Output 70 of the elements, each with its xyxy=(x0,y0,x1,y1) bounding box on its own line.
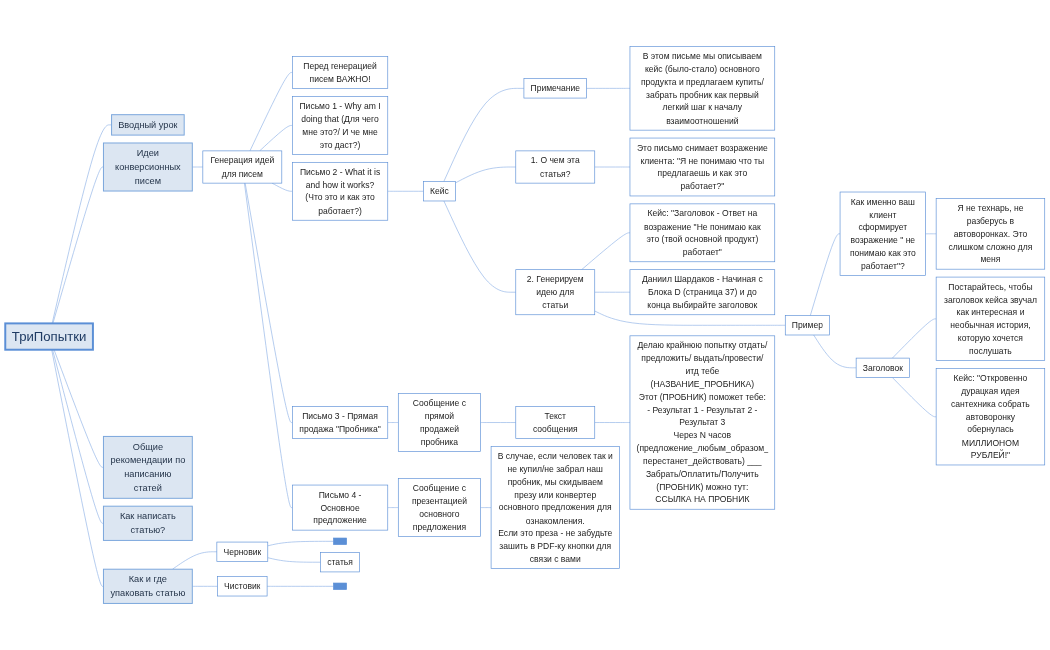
node-box: Чистовик xyxy=(217,576,268,597)
node-box: Идеи конверсионных писем xyxy=(102,142,193,192)
node-box: Пример xyxy=(784,315,830,336)
node-box: Заголовок xyxy=(855,357,910,378)
node-box: Как и где упаковать статью xyxy=(102,568,193,604)
connector xyxy=(52,166,104,324)
connector xyxy=(259,125,293,152)
connector xyxy=(191,166,204,168)
node-box: Перед генерацией писем ВАЖНО! xyxy=(292,56,389,89)
node-box: 1. О чем эта статья? xyxy=(515,150,596,184)
connector xyxy=(925,233,937,235)
node-box: Постарайтесь, чтобы заголовок кейса звучал как интересная и необычная история, которую хочется послушать xyxy=(935,276,1046,361)
connector xyxy=(813,334,857,369)
connector xyxy=(480,507,492,508)
node-box: Я не технарь, не разберусь в автоворонках. Это слишком сложно для меня xyxy=(935,198,1046,270)
node-box: Письмо 3 - Прямая продажа "Пробника" xyxy=(292,406,389,439)
node-box: статья xyxy=(320,552,360,573)
connector xyxy=(594,422,631,423)
node-box: Черновик xyxy=(216,541,269,562)
connector xyxy=(266,586,334,587)
connector xyxy=(581,232,631,270)
node-box: Кейс xyxy=(423,181,456,202)
connector xyxy=(267,557,321,563)
connector xyxy=(387,507,399,508)
connector xyxy=(53,349,104,468)
node-box: Генерация идей для писем xyxy=(202,150,283,184)
node-box: Кейс: "Заголовок - Ответ на возражение "Не понимаю как это (твой основной продукт) работает" xyxy=(629,203,776,263)
node-bar xyxy=(333,537,347,545)
node-box: Письмо 1 - Why am I doing that (Для чего мне это?/ И че мне это даст?) xyxy=(292,96,389,155)
connector xyxy=(267,541,334,547)
node-box: Даниил Шардаков - Начиная с Блока D (страница 37) и до конца выбирайте заголовок xyxy=(629,269,776,316)
connector xyxy=(443,200,517,293)
node-box: Примечание xyxy=(523,78,587,99)
node-box: Кейс: "Откровенно дурацкая идея сантехника собрать автоворонку обернулась МИЛЛИОНОМ РУБЛЕЙ!" xyxy=(935,368,1046,466)
connector xyxy=(809,233,841,316)
node-box: В случае, если человек так и не купил/не забрал наш пробник, мы скидываем презу или конвертер основного предложения для ознакомления. Если это преза - не забудьте зашить в PDF-ку кнопки для связи с вами xyxy=(490,446,620,569)
node-box: Сообщение с прямой продажей пробника xyxy=(397,393,481,452)
node-box: Сообщение с презентацией основного предложения xyxy=(397,478,481,537)
connector xyxy=(244,182,293,508)
connector xyxy=(455,166,517,184)
connector xyxy=(443,88,525,182)
connector xyxy=(586,88,631,89)
node-box: Как именно ваш клиент сформирует возражение " не понимаю как это работает"? xyxy=(839,191,926,276)
connector xyxy=(594,291,631,293)
connector xyxy=(249,72,293,152)
connector xyxy=(892,318,937,359)
node-bar xyxy=(333,582,347,590)
connector xyxy=(594,166,631,168)
node-box: Письмо 2 - What it is and how it works? (Что это и как это работает?) xyxy=(292,162,389,221)
node-box: Письмо 4 - Основное предложение xyxy=(292,484,389,531)
connector xyxy=(51,349,104,587)
connector xyxy=(191,586,218,587)
node-box: Как написать статью? xyxy=(102,505,193,541)
node-box: В этом письме мы описываем кейс (было-стало) основного продукта и предлагаем купить/забрать пробник как первый легкий шаг к началу взаимоотношений xyxy=(629,46,776,131)
node-box: Текст сообщения xyxy=(515,406,596,439)
connector xyxy=(594,310,786,326)
connector xyxy=(52,349,104,524)
node-box: ТриПопытки xyxy=(4,322,94,351)
connector xyxy=(387,422,399,423)
node-box: Общие рекомендации по написанию статей xyxy=(102,435,193,499)
connector xyxy=(387,190,424,192)
connector xyxy=(892,377,937,418)
node-box: Вводный урок xyxy=(111,114,185,136)
node-box: 2. Генерируем идею для статьи xyxy=(515,269,596,316)
connector xyxy=(172,551,218,570)
node-box: Делаю крайнюю попытку отдать/предложить/ выдать/провести/итд тебе (НАЗВАНИЕ_ПРОБНИКА) Этот (ПРОБНИК) поможет тебе: - Результат 1 - Результат 2 - Результат 3 Через N часов (предложение_любым_образом_ перестанет_действовать) ___ Забрать/Оплатить/Получить (ПРОБНИК) можно тут: ССЫЛКА НА ПРОБНИК xyxy=(629,335,776,510)
connector xyxy=(244,182,293,423)
connector xyxy=(51,124,112,324)
node-box: Это письмо снимает возражение клиента: "Я не понимаю что ты предлагаешь и как это работает?" xyxy=(629,137,776,197)
connector xyxy=(480,422,517,423)
